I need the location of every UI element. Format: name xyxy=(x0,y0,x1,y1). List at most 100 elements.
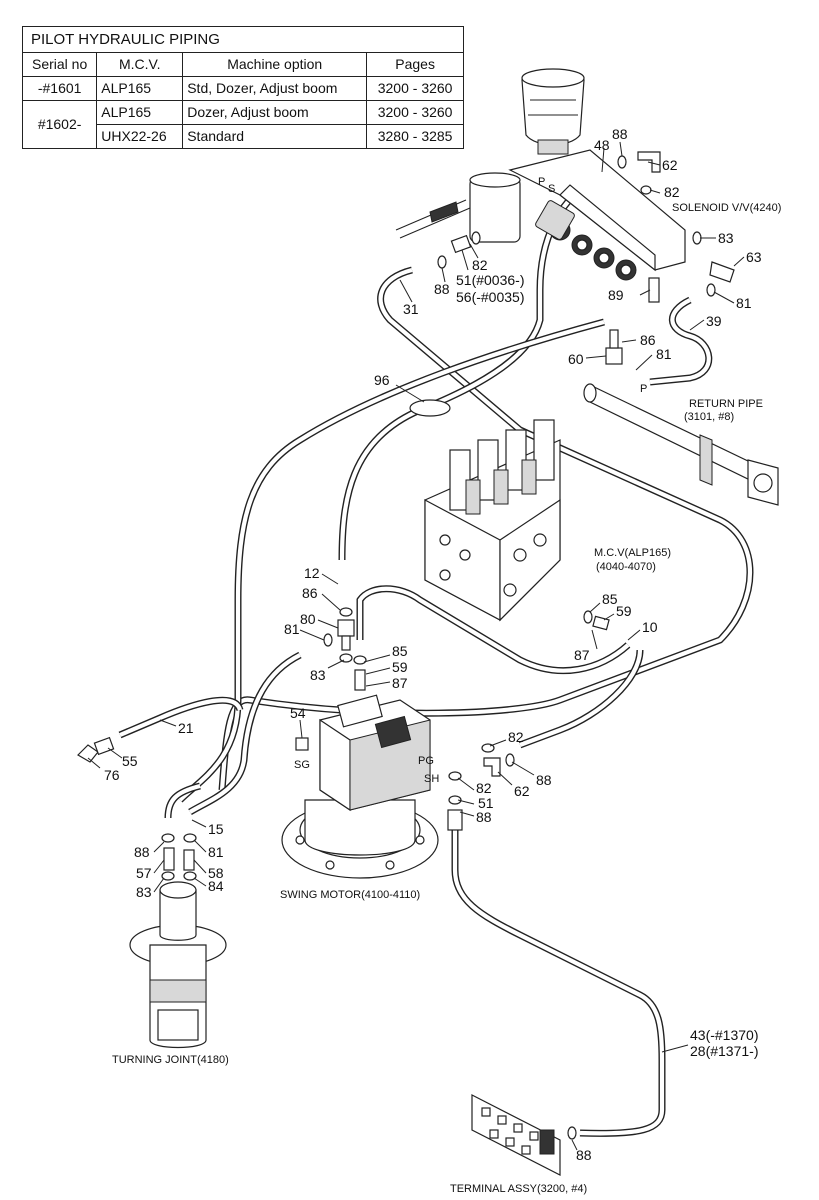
caption-return-pipe-ref: (3101, #8) xyxy=(684,411,734,423)
turning-joint xyxy=(129,833,227,1049)
clamp-96 xyxy=(409,399,451,417)
callout-87: 87 xyxy=(574,647,590,663)
cell-pages: 3280 - 3285 xyxy=(366,123,464,150)
fitting-51 xyxy=(450,234,472,254)
table-row: UHX22-26 Standard 3280 - 3285 xyxy=(23,123,464,150)
hose-62 xyxy=(518,649,644,749)
hose-39 xyxy=(649,296,713,386)
callout-63: 63 xyxy=(746,249,762,265)
callout-83: 83 xyxy=(718,230,734,246)
callout-89: 89 xyxy=(608,287,624,303)
callout-81: 81 xyxy=(208,844,224,860)
terminal-assy xyxy=(471,1094,577,1176)
callout-84: 84 xyxy=(208,878,224,894)
callout-43: 43(-#1370) xyxy=(690,1027,759,1043)
fitting-89 xyxy=(648,277,660,303)
callout-82: 82 xyxy=(664,184,680,200)
callout-57: 57 xyxy=(136,865,152,881)
return-pipe xyxy=(583,383,779,506)
fitting-51-swing xyxy=(447,809,463,831)
callout-60: 60 xyxy=(568,351,584,367)
port-mark-p2: P xyxy=(640,383,647,395)
table-title: PILOT HYDRAULIC PIPING xyxy=(22,26,464,53)
hose-15 xyxy=(164,651,302,819)
fitting-62-swing xyxy=(483,757,501,777)
caption-mcv-ref: (4040-4070) xyxy=(596,561,656,573)
caption-solenoid-valve: SOLENOID V/V(4240) xyxy=(672,202,781,214)
callout-82: 82 xyxy=(508,729,524,745)
callout-83: 83 xyxy=(136,884,152,900)
caption-turning-joint: TURNING JOINT(4180) xyxy=(112,1054,229,1066)
port-mark-p: P xyxy=(538,176,545,188)
callout-12: 12 xyxy=(304,565,320,581)
caption-swing-motor: SWING MOTOR(4100-4110) xyxy=(280,889,420,901)
cell-pages: 3200 - 3260 xyxy=(366,99,464,125)
fitting-60-tee xyxy=(605,329,623,365)
callout-28: 28(#1371-) xyxy=(690,1043,759,1059)
fitting-54 xyxy=(295,737,309,751)
parts-table: PILOT HYDRAULIC PIPING Serial no M.C.V. … xyxy=(21,26,464,150)
caption-terminal-assy: TERMINAL ASSY(3200, #4) xyxy=(450,1183,587,1195)
callout-39: 39 xyxy=(706,313,722,329)
table-row: #1602- ALP165 Dozer, Adjust boom 3200 - … xyxy=(21,99,464,150)
cell-pages: 3200 - 3260 xyxy=(366,75,464,101)
table-header-row: Serial no M.C.V. Machine option Pages xyxy=(21,51,464,77)
callout-15: 15 xyxy=(208,821,224,837)
port-mark-sg: SG xyxy=(294,759,310,771)
o-rings-swing xyxy=(323,607,515,805)
callout-labels: 88 48 62 82 83 63 82 88 51(#0036-) 56(-#… xyxy=(104,126,762,1163)
callout-85: 85 xyxy=(392,643,408,659)
port-mark-s: S xyxy=(548,183,555,195)
cell-option: Standard xyxy=(182,123,368,150)
callout-81: 81 xyxy=(656,346,672,362)
fitting-59-mcv xyxy=(583,610,610,631)
cell-mcv: ALP165 xyxy=(96,75,184,101)
fitting-63-elbow xyxy=(709,261,735,283)
callout-76: 76 xyxy=(104,767,120,783)
o-rings-solenoid xyxy=(437,155,716,297)
callout-59: 59 xyxy=(616,603,632,619)
callout-88: 88 xyxy=(434,281,450,297)
port-mark-pg: PG xyxy=(418,755,434,767)
cell-serial: -#1601 xyxy=(21,75,98,101)
table-row: -#1601 ALP165 Std, Dozer, Adjust boom 32… xyxy=(21,75,464,101)
callout-82: 82 xyxy=(472,257,488,273)
callout-88: 88 xyxy=(536,772,552,788)
leader-lines xyxy=(87,141,745,1151)
callout-88: 88 xyxy=(576,1147,592,1163)
hose-31 xyxy=(218,266,754,791)
callout-62: 62 xyxy=(662,157,678,173)
hose-43 xyxy=(451,830,666,1137)
callout-88: 88 xyxy=(612,126,628,142)
cell-option: Dozer, Adjust boom xyxy=(182,99,368,125)
callout-10: 10 xyxy=(642,619,658,635)
hose-10 xyxy=(356,585,631,675)
col-header-option: Machine option xyxy=(182,51,368,77)
table-title-row: PILOT HYDRAULIC PIPING xyxy=(22,26,464,53)
cell-option: Std, Dozer, Adjust boom xyxy=(182,75,368,101)
callout-51: 51(#0036-) xyxy=(456,272,525,288)
callout-83: 83 xyxy=(310,667,326,683)
callout-86: 86 xyxy=(302,585,318,601)
callout-87: 87 xyxy=(392,675,408,691)
solenoid-valve xyxy=(508,149,686,281)
fitting-76-55 xyxy=(77,736,115,763)
col-header-pages: Pages xyxy=(366,51,464,77)
line-filter xyxy=(395,172,521,243)
col-header-serial: Serial no xyxy=(21,51,98,77)
callout-59: 59 xyxy=(392,659,408,675)
callout-86: 86 xyxy=(640,332,656,348)
callout-81: 81 xyxy=(284,621,300,637)
swing-motor xyxy=(281,694,439,879)
callout-88: 88 xyxy=(476,809,492,825)
callout-55: 55 xyxy=(122,753,138,769)
callout-48: 48 xyxy=(594,137,610,153)
fitting-59-swing xyxy=(354,669,366,691)
callout-85: 85 xyxy=(602,591,618,607)
callout-80: 80 xyxy=(300,611,316,627)
callout-51: 51 xyxy=(478,795,494,811)
cell-mcv: UHX22-26 xyxy=(96,123,184,150)
port-mark-sh: SH xyxy=(424,773,439,785)
callout-62: 62 xyxy=(514,783,530,799)
